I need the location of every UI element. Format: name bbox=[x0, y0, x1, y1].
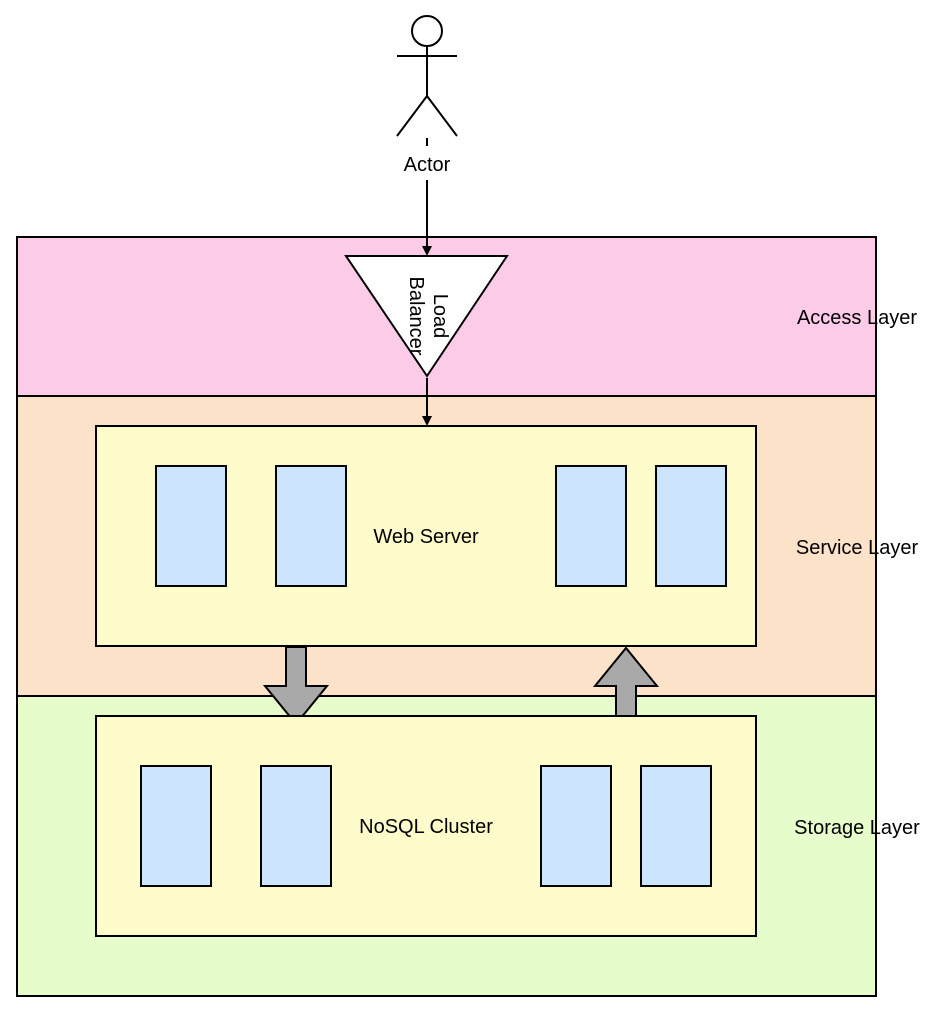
access-layer-label: Access Layer bbox=[797, 307, 917, 329]
web-server-node bbox=[555, 465, 627, 587]
up-block-arrow bbox=[592, 646, 660, 717]
actor-icon bbox=[396, 15, 458, 137]
storage-layer-label: Storage Layer bbox=[794, 817, 920, 839]
actor-label: Actor bbox=[404, 154, 451, 176]
nosql-node bbox=[260, 765, 332, 887]
web-server-node bbox=[155, 465, 227, 587]
service-layer-label: Service Layer bbox=[796, 537, 919, 559]
load-balancer-label-line1: Load bbox=[429, 294, 451, 339]
load-balancer-label: Load Balancer bbox=[405, 277, 451, 356]
web-server-node bbox=[655, 465, 727, 587]
web-server-node bbox=[275, 465, 347, 587]
down-block-arrow bbox=[262, 646, 330, 726]
nosql-node bbox=[540, 765, 612, 887]
load-balancer-label-line2: Balancer bbox=[405, 277, 427, 356]
nosql-node bbox=[640, 765, 712, 887]
web-server-label: Web Server bbox=[373, 526, 479, 548]
nosql-cluster-label: NoSQL Cluster bbox=[359, 816, 493, 838]
nosql-node bbox=[140, 765, 212, 887]
load-balancer-icon bbox=[344, 255, 509, 378]
